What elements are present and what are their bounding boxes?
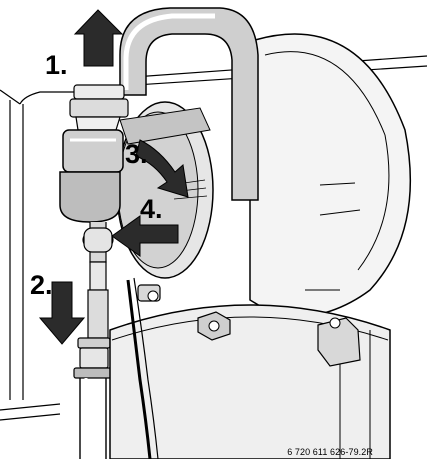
wire-cable: [126, 277, 161, 460]
arrow-left-icon: [111, 215, 179, 257]
tank-body: [109, 304, 391, 460]
arrow-up-icon: [73, 9, 124, 67]
step-1-label: 1.: [45, 50, 68, 80]
step-arrows: [38, 9, 189, 345]
step-4-label: 4.: [140, 194, 163, 224]
lower-tube: [73, 261, 113, 459]
step-3-label: 3.: [125, 139, 148, 169]
arrow-rotate-icon: [135, 139, 189, 198]
step-2-label: 2.: [30, 270, 53, 300]
figure-code: 6 720 611 626-79.2R: [287, 447, 373, 457]
arrow-down-icon: [38, 281, 86, 345]
fan-housing: [231, 33, 412, 319]
hose-connector: [59, 84, 129, 263]
upper-tube: [119, 7, 259, 201]
